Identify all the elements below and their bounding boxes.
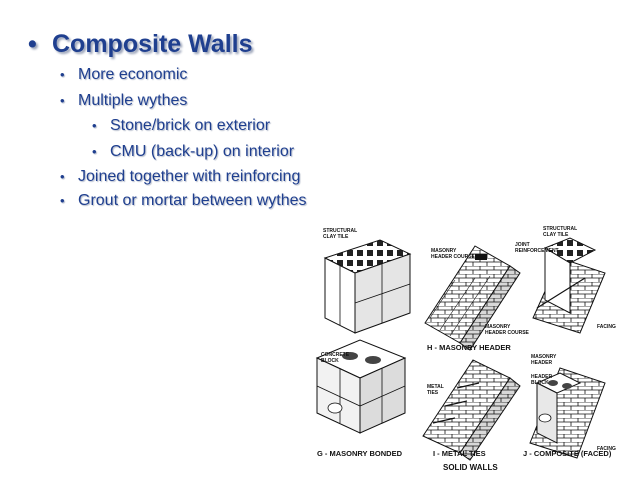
masonry-bonded-drawing [315,239,412,434]
bullet-text: Stone/brick on exterior [110,117,271,134]
caption-i: I - METAL TIES [433,449,486,458]
caption-h: H - MASONRY HEADER [427,343,511,352]
label-metal-ties-2: TIES [427,390,439,396]
label-header-block-2: BLOCK [531,380,549,386]
bullet-item: • More economic [60,66,187,84]
label-metal-ties: METAL [427,384,444,390]
label-structural-clay-tile-right: STRUCTURAL [543,226,577,232]
bullet-text: Multiple wythes [78,92,188,109]
bullet-text: Grout or mortar between wythes [78,192,307,209]
bullet-icon: • [60,169,65,184]
label-structural-clay-tile-left-2: CLAY TILE [323,234,349,240]
label-concrete-block-2: BLOCK [321,358,339,364]
bullet-icon: • [60,93,65,108]
sub-bullet-item: • CMU (back-up) on interior [92,143,294,161]
bullet-icon: • [60,193,65,208]
slide-title: • Composite Walls [28,30,253,59]
composite-faced-drawing [529,237,606,459]
figure-labels: STRUCTURAL CLAY TILE MASONRY HEADER COUR… [321,226,616,452]
bullet-text: Joined together with reinforcing [78,168,301,185]
masonry-header-drawing [424,245,521,351]
bullet-item: • Grout or mortar between wythes [60,192,307,210]
caption-j: J - COMPOSITE (FACED) [523,449,612,458]
label-header-block: HEADER [531,374,553,380]
label-facing-top: FACING [597,324,616,330]
label-joint-reinforcement-2: REINFORCEMENT [515,248,559,254]
bullet-item: • Joined together with reinforcing [60,168,300,186]
bullet-text: More economic [78,66,188,83]
label-structural-clay-tile-left: STRUCTURAL [323,228,357,234]
sub-bullet-item: • Stone/brick on exterior [92,117,270,135]
title-text: Composite Walls [52,30,253,58]
label-facing-bottom: FACING [597,446,616,452]
bullet-icon: • [92,144,97,159]
label-masonry-header-right: MASONRY [531,354,557,360]
label-structural-clay-tile-right-2: CLAY TILE [543,232,569,238]
solid-walls-illustration: STRUCTURAL CLAY TILE MASONRY HEADER COUR… [315,226,616,472]
label-masonry-header-course-top: MASONRY [431,248,457,254]
bullet-icon: • [92,118,97,133]
label-masonry-header-right-2: HEADER [531,360,553,366]
title-bullet-icon: • [28,30,37,58]
bullet-item: • Multiple wythes [60,92,187,110]
label-masonry-header-course-mid-2: HEADER COURSE [485,330,530,336]
caption-g: G - MASONRY BONDED [317,449,403,458]
label-masonry-header-course-mid: MASONRY [485,324,511,330]
label-concrete-block: CONCRETE [321,352,350,358]
label-joint-reinforcement: JOINT [515,242,530,248]
figure-footer: SOLID WALLS [443,463,498,472]
bullet-icon: • [60,67,65,82]
label-masonry-header-course-top-2: HEADER COURSE [431,254,476,260]
metal-ties-drawing [422,359,521,461]
bullet-text: CMU (back-up) on interior [110,143,295,160]
solid-walls-figure: STRUCTURAL CLAY TILE MASONRY HEADER COUR… [305,218,625,476]
